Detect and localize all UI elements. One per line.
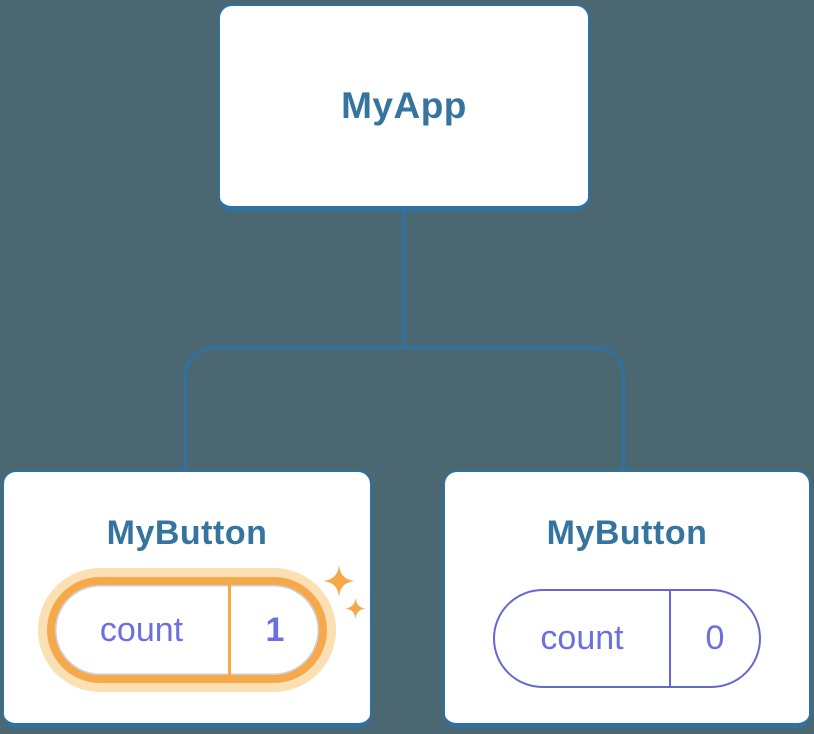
connector-root-stem <box>402 211 405 348</box>
state-pill-area: count 0 <box>493 577 761 688</box>
sparkle-large-icon <box>323 565 355 597</box>
state-pill-area: count 1 <box>47 577 327 683</box>
sparkle-small-icon <box>345 598 366 619</box>
pill-divider <box>228 585 231 675</box>
child-node-card-left: MyButton count 1 <box>2 470 372 728</box>
child-node-label: MyButton <box>106 514 268 552</box>
state-pill-highlighted: count 1 <box>47 577 327 683</box>
root-node-label: MyApp <box>341 85 467 126</box>
child-node-card-right: MyButton count 0 <box>443 470 811 728</box>
child-node-label: MyButton <box>546 514 708 552</box>
state-value: 1 <box>265 610 285 649</box>
state-key-label: count <box>99 610 184 649</box>
root-node-card: MyApp <box>218 4 590 211</box>
state-value: 0 <box>705 619 725 657</box>
pill-divider <box>669 591 671 686</box>
state-key-label: count <box>540 619 624 657</box>
connector-branch-bracket <box>184 346 625 470</box>
state-pill: count 0 <box>493 589 761 688</box>
